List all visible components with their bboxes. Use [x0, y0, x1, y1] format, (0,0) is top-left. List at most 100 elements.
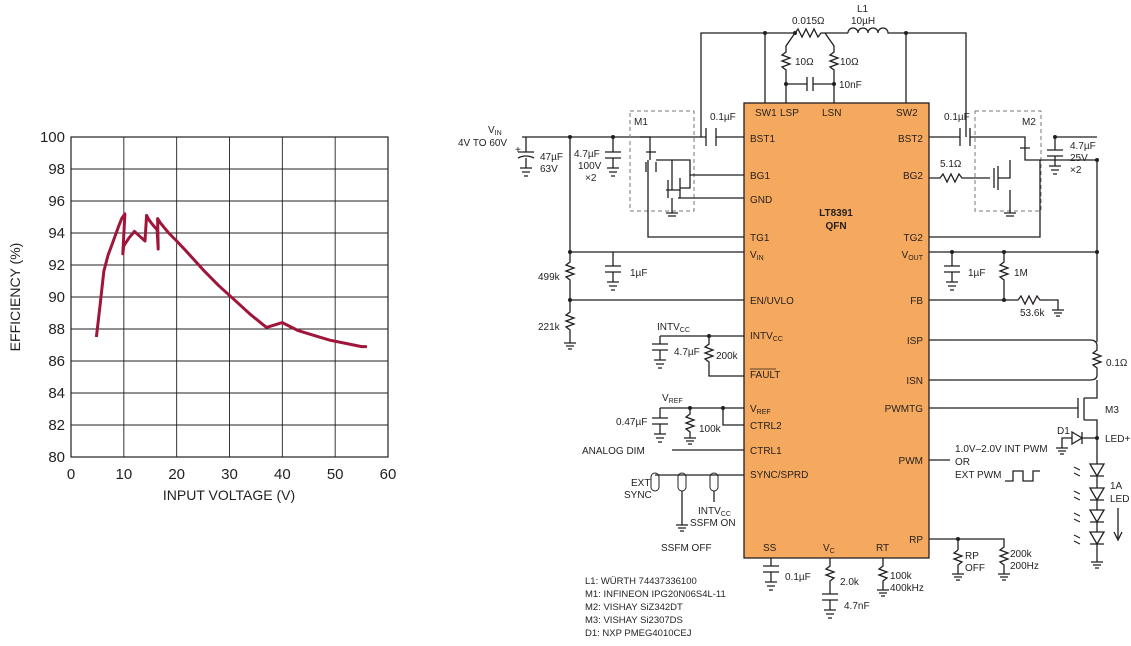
- label-pwm-3: EXT PWM: [955, 470, 1001, 481]
- label-r5k1: 5.1Ω: [940, 159, 962, 170]
- pin-bst2: BST2: [898, 134, 923, 145]
- label-vref: VREF: [662, 393, 683, 405]
- ic-body: [743, 102, 930, 559]
- pin-gnd: GND: [750, 195, 772, 206]
- label-cap-intvcc: 4.7µF: [674, 347, 700, 358]
- label-led-plus: LED+: [1105, 434, 1130, 445]
- chart-grid: [71, 137, 388, 457]
- pin-tg1: TG1: [750, 233, 770, 244]
- label-cap-vin-1u: 1µF: [630, 268, 647, 279]
- schematic-wiring: [517, 27, 1123, 619]
- resistor-100k: [684, 408, 696, 445]
- pin-bst1: BST1: [750, 134, 775, 145]
- label-intvcc: INTVCC: [657, 322, 690, 334]
- y-axis-label: EFFICIENCY (%): [7, 243, 23, 352]
- y-tick-label: 86: [48, 353, 65, 370]
- ic-part-number: LT8391: [819, 208, 853, 219]
- led-4: [1088, 522, 1106, 569]
- x-tick-label: 60: [380, 466, 397, 483]
- pin-isn: ISN: [906, 376, 923, 387]
- label-c10n: 10nF: [839, 80, 862, 91]
- cap-4u7-out: [1047, 136, 1097, 175]
- y-tick-label: 96: [48, 193, 65, 210]
- label-rt-2: 400kHz: [890, 583, 924, 594]
- label-cap-47u-v: 63V: [540, 164, 558, 175]
- ic-top-pins: SW1 LSP LSN SW2: [755, 108, 918, 119]
- diode-d1: [1056, 430, 1097, 455]
- label-r200k: 200k: [716, 351, 739, 362]
- label-ssfm-on: SSFM ON: [690, 518, 736, 529]
- cap-vout-1u: [944, 252, 960, 291]
- y-tick-label: 92: [48, 257, 65, 274]
- label-d1: D1: [1057, 426, 1070, 437]
- resistor-divider-fb: [929, 252, 1064, 317]
- led-3: [1088, 500, 1106, 524]
- label-cap-47u: 47µF: [540, 152, 563, 163]
- label-r-sense: 0.015Ω: [792, 16, 825, 27]
- label-vin: VIN: [488, 125, 502, 137]
- label-r2k: 2.0k: [840, 577, 860, 588]
- x-axis-label: INPUT VOLTAGE (V): [163, 487, 295, 503]
- y-tick-label: 94: [48, 225, 65, 242]
- x-tick-label: 0: [67, 466, 75, 483]
- pin-ctrl2: CTRL2: [750, 421, 782, 432]
- pin-bg2: BG2: [903, 171, 923, 182]
- label-led-2: LED: [1110, 494, 1129, 505]
- label-m1: M1: [634, 117, 648, 128]
- y-tick-label: 80: [48, 449, 65, 466]
- label-cap-4u7-in-v: 100V: [578, 161, 602, 172]
- pin-sw1: SW1: [755, 108, 777, 119]
- label-r499k: 499k: [538, 272, 561, 283]
- pin-fb: FB: [910, 296, 923, 307]
- pin-rp: RP: [909, 535, 923, 546]
- pin-ss: SS: [763, 543, 777, 554]
- resistor-rt: [877, 558, 889, 597]
- m2-package: [974, 110, 1042, 212]
- pin-en-uvlo: EN/UVLO: [750, 296, 794, 307]
- label-r53k6: 53.6k: [1020, 308, 1045, 319]
- pin-tg2: TG2: [904, 233, 924, 244]
- label-plus: +: [515, 145, 521, 156]
- label-r221k: 221k: [538, 322, 561, 333]
- bom-list: L1: WÜRTH 74437336100 M1: INFINEON IPG20…: [585, 576, 726, 639]
- x-tick-label: 30: [221, 466, 238, 483]
- schematic-labels: VIN 4V TO 60V + 47µF 63V 4.7µF 100V ×2 M…: [458, 4, 1130, 612]
- label-cap-out-n: ×2: [1070, 165, 1082, 176]
- cap-ss: [763, 558, 779, 591]
- label-ext-sync-1: EXT: [631, 478, 650, 489]
- label-r10a: 10Ω: [795, 57, 814, 68]
- label-bst2-cap: 0.1µF: [944, 112, 970, 123]
- label-r1m: 1M: [1014, 268, 1028, 279]
- label-r0-1: 0.1Ω: [1106, 358, 1128, 369]
- pin-rt: RT: [876, 543, 889, 554]
- resistor-200k: [660, 335, 744, 377]
- rp-off-jumper: [952, 539, 964, 581]
- label-pwm-2: OR: [955, 457, 970, 468]
- resistor-sense-01: [929, 339, 1103, 381]
- pin-vout: VOUT: [902, 250, 924, 262]
- jumper-ssfm-off: [677, 472, 687, 492]
- label-m3: M3: [1105, 405, 1119, 416]
- label-ext-sync-2: SYNC: [624, 490, 652, 501]
- ic-left-pins: BST1 BG1 GND TG1 VIN EN/UVLO INTVCC FAUL…: [750, 134, 808, 481]
- cap-vref: [652, 407, 744, 443]
- pin-fault: FAULT: [750, 370, 780, 381]
- x-tick-label: 40: [274, 466, 291, 483]
- x-tick-label: 50: [327, 466, 344, 483]
- bom-line: M1: INFINEON IPG20N06S4L-11: [585, 589, 726, 600]
- bom-line: L1: WÜRTH 74437336100: [585, 576, 697, 587]
- inductor-l1: [847, 27, 967, 137]
- label-cap-out: 4.7µF: [1070, 141, 1096, 152]
- bom-line: M3: VISHAY Si2307DS: [585, 615, 683, 626]
- label-intvcc-ssfm: INTVCC: [698, 506, 731, 518]
- x-tick-label: 10: [115, 466, 132, 483]
- label-analog-dim: ANALOG DIM: [582, 446, 645, 457]
- efficiency-series-line: [94, 212, 367, 349]
- pin-bg1: BG1: [750, 171, 770, 182]
- label-ssfm-off: SSFM OFF: [661, 543, 712, 554]
- cap-bst1: [705, 128, 717, 146]
- cap-10nf: [806, 77, 814, 91]
- x-tick-label: 20: [168, 466, 185, 483]
